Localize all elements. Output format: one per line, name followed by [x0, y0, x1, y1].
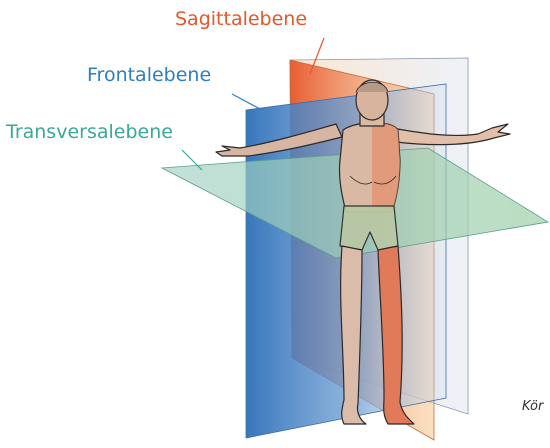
sagittal-plane-label: Sagittalebene [175, 10, 307, 29]
caption-text: Kör [522, 399, 543, 414]
transversal-plane-label: Transversalebene [6, 123, 173, 142]
frontal-leader-line [232, 94, 262, 110]
frontal-plane-label: Frontalebene [87, 66, 211, 85]
